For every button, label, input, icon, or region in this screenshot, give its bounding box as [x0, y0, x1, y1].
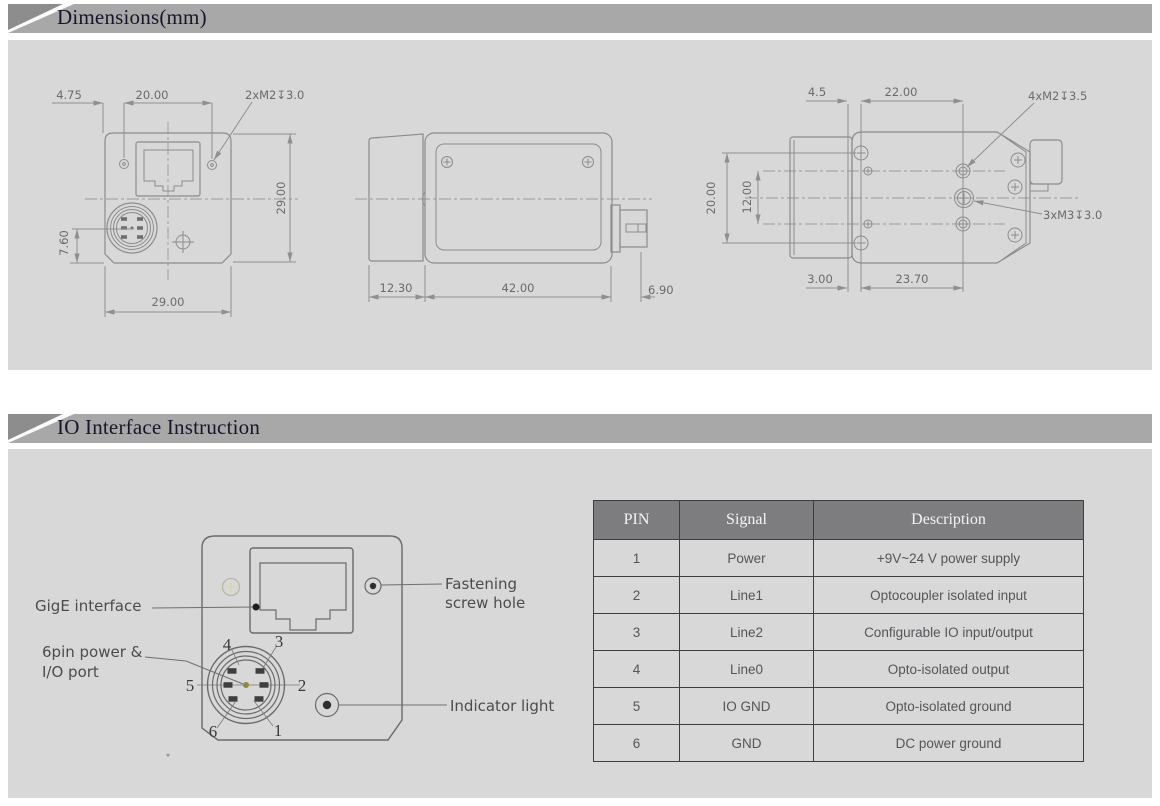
io-section-bar: IO Interface Instruction [8, 414, 1152, 443]
table-row: 3 Line2 Configurable IO input/output [593, 613, 1084, 651]
io-connector-diagram: 4 3 5 2 6 1 GigE interface 6pin power & … [35, 535, 554, 757]
description-cell: Opto-isolated ground [813, 687, 1084, 725]
description-cell: DC power ground [813, 724, 1084, 762]
front-screw-hole-right [207, 160, 217, 170]
table-row: 1 Power +9V~24 V power supply [593, 539, 1084, 577]
table-row: 5 IO GND Opto-isolated ground [593, 687, 1084, 725]
side-screw-left [441, 156, 453, 168]
description-cell: Opto-isolated output [813, 650, 1084, 688]
dim-23-70: 23.70 [896, 272, 929, 286]
sixpin-connector [206, 645, 286, 725]
side-dimensions: 12.30 42.00 6.90 [368, 252, 674, 302]
front-6pin-connector [106, 202, 158, 254]
fastening-screw-hole [364, 577, 382, 595]
gige-port [249, 547, 354, 634]
pin-number-4: 4 [223, 635, 232, 654]
signal-cell: IO GND [679, 687, 814, 725]
dim-20-00: 20.00 [136, 88, 169, 102]
description-cell: Optocoupler isolated input [813, 576, 1084, 614]
dim-3-00: 3.00 [807, 272, 833, 286]
pin-cell: 3 [593, 613, 680, 651]
dim-12-00: 12.00 [740, 181, 754, 214]
io-section-title: IO Interface Instruction [57, 415, 261, 439]
top-rear-connector [1029, 139, 1063, 192]
pin-number-2: 2 [298, 676, 307, 695]
pin-cell: 5 [593, 687, 680, 725]
dimensions-panel [8, 40, 1152, 370]
dim-22-00: 22.00 [885, 85, 918, 99]
pin-table-header-signal: Signal [679, 500, 814, 540]
pin-cell: 4 [593, 650, 680, 688]
top-body-outline [851, 131, 1031, 264]
indicator-light [314, 692, 340, 718]
side-body-panel [435, 143, 602, 251]
dim-12-30: 12.30 [380, 281, 413, 295]
sixpin-label-line2: I/O port [42, 663, 99, 681]
dimensions-section-title: Dimensions(mm) [57, 5, 207, 29]
pin-number-1: 1 [274, 721, 283, 740]
io-left-screw [221, 577, 241, 597]
dim-6-90: 6.90 [648, 283, 674, 297]
side-lens-block [368, 133, 424, 262]
front-rj45-port [135, 141, 201, 197]
table-row: 2 Line1 Optocoupler isolated input [593, 576, 1084, 614]
pin-cell: 2 [593, 576, 680, 614]
pin-table-header-row: PIN Signal Description [593, 500, 1084, 540]
signal-cell: Line2 [679, 613, 814, 651]
dim-29-00-right: 29.00 [274, 182, 288, 215]
stray-mark [166, 753, 170, 757]
pin-number-3: 3 [275, 632, 284, 651]
dimension-drawings: 4.75 20.00 2xM2↧3.0 29.00 7.60 29.00 [52, 85, 1102, 317]
sixpin-label-line1: 6pin power & [42, 643, 143, 661]
dim-42-00: 42.00 [502, 281, 535, 295]
bar-triangle-icon [8, 4, 63, 30]
pin-table: PIN Signal Description 1 Power +9V~24 V … [593, 500, 1084, 762]
pin-table-header-pin: PIN [593, 500, 680, 540]
description-cell: Configurable IO input/output [813, 613, 1084, 651]
signal-cell: GND [679, 724, 814, 762]
front-screw-hole-left [119, 159, 129, 169]
dim-20-00-top: 20.00 [704, 182, 718, 215]
side-screw-right [582, 156, 594, 168]
pin-cell: 1 [593, 539, 680, 577]
front-body-outline [104, 132, 232, 264]
side-body-outline [424, 132, 613, 264]
table-row: 6 GND DC power ground [593, 724, 1084, 762]
fastening-label-line1: Fastening [445, 575, 517, 593]
description-cell: +9V~24 V power supply [813, 539, 1084, 577]
indicator-light-label: Indicator light [450, 697, 554, 715]
top-lens-block [789, 136, 853, 259]
side-view: 12.30 42.00 6.90 [355, 132, 674, 302]
front-indicator-crosshair [172, 231, 194, 253]
side-rear-connector [610, 204, 648, 253]
signal-cell: Power [679, 539, 814, 577]
dim-29-00-bottom: 29.00 [152, 295, 185, 309]
pin-number-6: 6 [209, 722, 218, 741]
signal-cell: Line0 [679, 650, 814, 688]
pin-number-5: 5 [186, 676, 195, 695]
dim-2xM2: 2xM2↧3.0 [245, 88, 304, 102]
dim-7-60: 7.60 [57, 230, 71, 256]
dim-4-75: 4.75 [56, 88, 82, 102]
dim-3xM3: 3xM3↧3.0 [1043, 208, 1102, 222]
gige-interface-label: GigE interface [35, 597, 141, 615]
pin-table-header-description: Description [813, 500, 1084, 540]
front-view: 4.75 20.00 2xM2↧3.0 29.00 7.60 29.00 [52, 88, 304, 317]
table-row: 4 Line0 Opto-isolated output [593, 650, 1084, 688]
dim-4-5: 4.5 [808, 85, 826, 99]
top-view: 4.5 22.00 4xM2↧3.5 3xM3↧3.0 20.00 12.00 … [704, 85, 1102, 292]
top-dimensions: 4.5 22.00 4xM2↧3.5 3xM3↧3.0 20.00 12.00 … [704, 85, 1102, 292]
fastening-label-line2: screw hole [445, 594, 525, 612]
pin-cell: 6 [593, 724, 680, 762]
signal-cell: Line1 [679, 576, 814, 614]
dimensions-section-bar: Dimensions(mm) [8, 4, 1152, 33]
front-rj45-inner [143, 149, 194, 192]
io-camera-body [201, 535, 403, 741]
dim-4xM2: 4xM2↧3.5 [1028, 89, 1087, 103]
front-dimensions: 4.75 20.00 2xM2↧3.0 29.00 7.60 29.00 [52, 88, 304, 317]
